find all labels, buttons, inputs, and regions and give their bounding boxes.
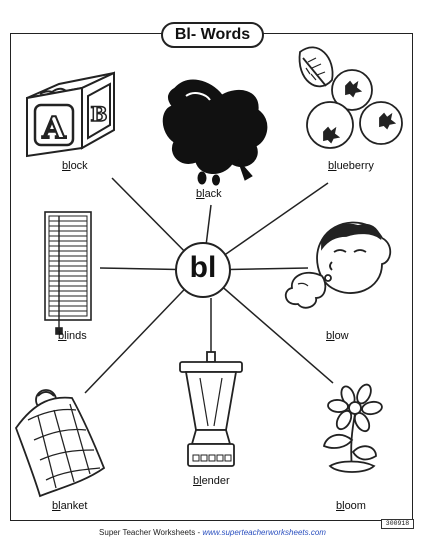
- word-blueberry-prefix: bl: [328, 160, 337, 172]
- word-blow-prefix: bl: [326, 330, 335, 342]
- cube-letter-b: B: [91, 102, 108, 126]
- word-blender: blender: [193, 475, 230, 487]
- word-black: black: [196, 188, 222, 200]
- footer-brand: Super Teacher Worksheets: [99, 528, 196, 537]
- center-blend-label: bl: [175, 242, 231, 298]
- word-blow-rest: ow: [334, 330, 349, 342]
- word-block-prefix: bl: [62, 160, 71, 172]
- cube-letter-a: A: [41, 111, 66, 146]
- blender-picture: [179, 351, 243, 467]
- blanket-picture: [14, 389, 106, 498]
- word-blinds: blinds: [58, 330, 87, 342]
- footer-link[interactable]: www.superteacherworksheets.com: [202, 528, 326, 537]
- black-picture: [162, 79, 268, 186]
- word-blender-prefix: bl: [193, 475, 202, 487]
- word-bloom-rest: oom: [344, 500, 366, 512]
- word-bloom-prefix: bl: [336, 500, 345, 512]
- block-picture: A B: [26, 71, 115, 158]
- footer: Super Teacher Worksheets - www.superteac…: [0, 528, 425, 537]
- word-black-prefix: bl: [196, 188, 205, 200]
- word-blow: blow: [326, 330, 349, 342]
- blueberry-picture: [298, 46, 403, 149]
- word-blinds-rest: inds: [66, 330, 87, 342]
- blinds-picture: [44, 211, 92, 335]
- word-block-rest: ock: [70, 160, 88, 172]
- word-blender-rest: ender: [201, 475, 230, 487]
- page-title: Bl- Words: [161, 22, 264, 48]
- word-blinds-prefix: bl: [58, 330, 67, 342]
- spoke-bloom: [202, 269, 334, 384]
- bloom-picture: [322, 383, 383, 473]
- footer-separator: -: [195, 528, 203, 537]
- word-blueberry: blueberry: [328, 160, 374, 172]
- word-blanket-rest: anket: [60, 500, 88, 512]
- blow-picture: [284, 221, 392, 309]
- word-black-rest: ack: [204, 188, 222, 200]
- worksheet-code: 300918: [381, 519, 414, 529]
- word-blanket: blanket: [52, 500, 87, 512]
- word-blanket-prefix: bl: [52, 500, 61, 512]
- word-block: block: [62, 160, 88, 172]
- word-blueberry-rest: ueberry: [336, 160, 374, 172]
- word-bloom: bloom: [336, 500, 366, 512]
